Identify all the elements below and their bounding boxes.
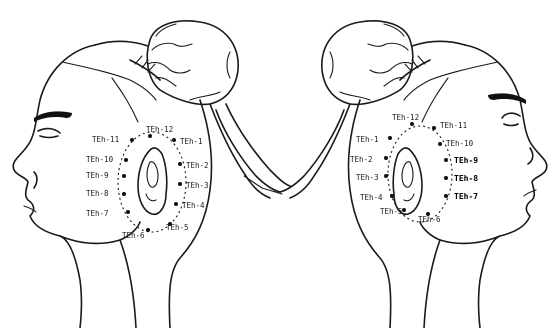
left-face-profile xyxy=(13,45,95,328)
left-point-marker xyxy=(178,182,182,186)
right-label-teh-5: TEh-5 xyxy=(380,207,403,216)
left-point-marker xyxy=(146,228,150,232)
right-point-marker xyxy=(384,156,388,160)
left-eyebrow xyxy=(34,111,72,122)
left-cap-band xyxy=(130,60,160,80)
right-point-marker xyxy=(444,194,448,198)
left-label-teh-2: TEh-2 xyxy=(186,161,209,170)
right-label-teh-11: TEh-11 xyxy=(440,121,467,130)
left-label-teh-3: TEh-3 xyxy=(186,181,209,190)
left-shower-cap xyxy=(147,21,238,104)
right-point-marker xyxy=(402,208,406,212)
left-label-teh-7: TEh-7 xyxy=(86,209,109,218)
right-head xyxy=(280,21,547,328)
left-point-marker xyxy=(122,174,126,178)
right-point-marker xyxy=(432,126,436,130)
left-point-marker xyxy=(172,138,176,142)
right-ear xyxy=(393,148,422,214)
left-ear-acupoint-ring xyxy=(118,132,186,232)
left-label-teh-5: TEh-5 xyxy=(166,223,189,232)
left-label-teh-4: TEh-4 xyxy=(182,201,205,210)
right-label-teh-12: TEh-12 xyxy=(392,113,419,122)
right-label-teh-6: TEh-6 xyxy=(418,215,441,224)
right-label-teh-10: TEh-10 xyxy=(446,139,474,148)
left-label-teh-8: TEh-8 xyxy=(86,189,109,198)
left-head-back xyxy=(95,41,148,46)
left-point-marker xyxy=(124,158,128,162)
left-label-teh-1: TEh-1 xyxy=(180,137,203,146)
left-label-teh-9: TEh-9 xyxy=(86,171,109,180)
left-neck xyxy=(120,240,136,328)
left-label-teh-11: TEh-11 xyxy=(92,135,119,144)
right-label-teh-3: TEh-3 xyxy=(356,173,379,182)
left-point-marker xyxy=(130,138,134,142)
right-label-teh-2: TEh-2 xyxy=(350,155,373,164)
left-point-marker xyxy=(178,162,182,166)
left-head xyxy=(13,21,290,328)
right-face-profile xyxy=(465,45,547,328)
right-head-back xyxy=(412,41,465,46)
left-label-teh-10: TEh-10 xyxy=(86,155,114,164)
right-label-teh-7: TEh-7 xyxy=(454,192,478,201)
right-point-marker xyxy=(390,194,394,198)
right-cap-band xyxy=(400,60,430,80)
left-cheek-mark xyxy=(34,172,37,188)
right-label-teh-4: TEh-4 xyxy=(360,193,383,202)
left-point-marker xyxy=(126,210,130,214)
left-point-marker xyxy=(174,202,178,206)
right-cheek-mark xyxy=(528,148,533,164)
right-point-marker xyxy=(388,136,392,140)
right-point-marker xyxy=(438,142,442,146)
right-shower-cap xyxy=(322,21,413,104)
left-point-marker xyxy=(148,134,152,138)
right-label-teh-1: TEh-1 xyxy=(356,135,379,144)
right-point-marker xyxy=(410,122,414,126)
left-label-teh-6: TEh-6 xyxy=(122,231,145,240)
right-point-marker xyxy=(444,158,448,162)
left-ear xyxy=(138,148,167,214)
left-label-teh-12: TEh-12 xyxy=(146,125,173,134)
right-point-marker xyxy=(384,174,388,178)
left-eye xyxy=(38,129,60,133)
right-label-teh-9: TEh-9 xyxy=(454,156,478,165)
left-labels: TEh-11 TEh-12 TEh-1 TEh-10 TEh-2 TEh-9 T… xyxy=(86,125,209,240)
right-neck xyxy=(424,240,440,328)
left-point-marker xyxy=(122,192,126,196)
right-label-teh-8: TEh-8 xyxy=(454,174,478,183)
right-eye xyxy=(502,113,520,118)
right-labels: TEh-12 TEh-11 TEh-1 TEh-10 TEh-2 TEh-9 T… xyxy=(350,113,478,224)
right-jaw xyxy=(420,222,500,243)
right-point-marker xyxy=(444,176,448,180)
